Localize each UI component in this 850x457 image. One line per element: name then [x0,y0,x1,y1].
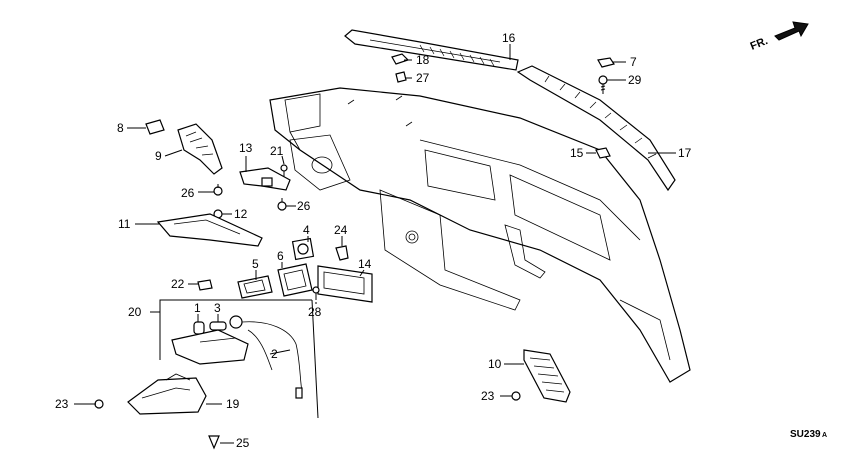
part-24-bulb [335,245,349,261]
callout-23-a: 23 [55,397,69,411]
callout-18: 18 [416,53,430,67]
part-8-cap [145,119,165,135]
callout-2: 2 [271,347,278,361]
callout-26-b: 26 [297,199,311,213]
callout-11: 11 [118,217,131,231]
part-23-screw-b [508,391,521,401]
callout-25: 25 [236,436,250,450]
part-22-clip [197,279,213,291]
callout-28: 28 [308,305,322,319]
callout-22: 22 [171,277,185,291]
part-10-vent [523,349,571,403]
callout-24: 24 [334,223,348,237]
part-16-strip [344,29,519,71]
part-17-strip [516,65,676,192]
part-21-screw [280,164,288,177]
front-arrow-icon [774,21,809,41]
part-13-bracket [239,167,291,191]
part-20-assembly-bracket [150,299,319,419]
part-9-side-panel [177,123,223,175]
part-19-glove-box [127,373,207,415]
callout-21: 21 [270,144,284,158]
front-direction-indicator: FR. [749,21,809,53]
part-3-lens [209,321,227,331]
reference-code: SU239 A [790,429,827,440]
part-7-clip [597,57,615,68]
part-5-switch [237,275,273,299]
part-14-panel [317,265,373,303]
callout-23-b: 23 [481,389,495,403]
part-2-harness [171,315,303,399]
callout-14: 14 [358,257,372,271]
part-4-knob [291,237,315,261]
part-27-nut [395,71,407,83]
callout-9: 9 [155,149,162,163]
part-29-screw [598,75,608,94]
leader-lines [74,44,676,444]
part-1-bulb [193,321,205,335]
part-18-clip [391,53,410,65]
part-25-screw [208,435,220,450]
part-11-lower-panel [156,213,263,247]
callout-1: 1 [194,301,201,315]
callout-7: 7 [630,55,637,69]
dashboard-body [269,87,691,383]
callout-15: 15 [570,146,584,160]
callout-8: 8 [117,121,124,135]
front-direction-label: FR. [749,35,770,53]
part-26-screw-a [213,184,223,196]
callout-3: 3 [214,301,221,315]
callout-10: 10 [488,357,502,371]
callout-4: 4 [303,223,310,237]
callout-19: 19 [226,397,240,411]
part-23-screw-a [92,399,104,409]
callout-20: 20 [128,305,142,319]
part-26-screw-b [277,198,287,211]
callout-labels: 8 9 11 12 13 21 26 26 16 18 27 7 29 15 1… [55,31,692,450]
callout-16: 16 [502,31,516,45]
callout-27: 27 [416,71,430,85]
callout-6: 6 [277,249,284,263]
part-28-screw [312,286,320,300]
callout-12: 12 [234,207,248,221]
part-6-switch [277,263,313,297]
callout-26-a: 26 [181,186,195,200]
part-15-clip [595,147,611,159]
reference-code-suffix: A [822,432,827,439]
callout-29: 29 [628,73,642,87]
reference-code-number: SU239 [790,429,821,440]
callout-13: 13 [239,141,253,155]
callout-17: 17 [678,146,692,160]
callout-5: 5 [252,257,259,271]
